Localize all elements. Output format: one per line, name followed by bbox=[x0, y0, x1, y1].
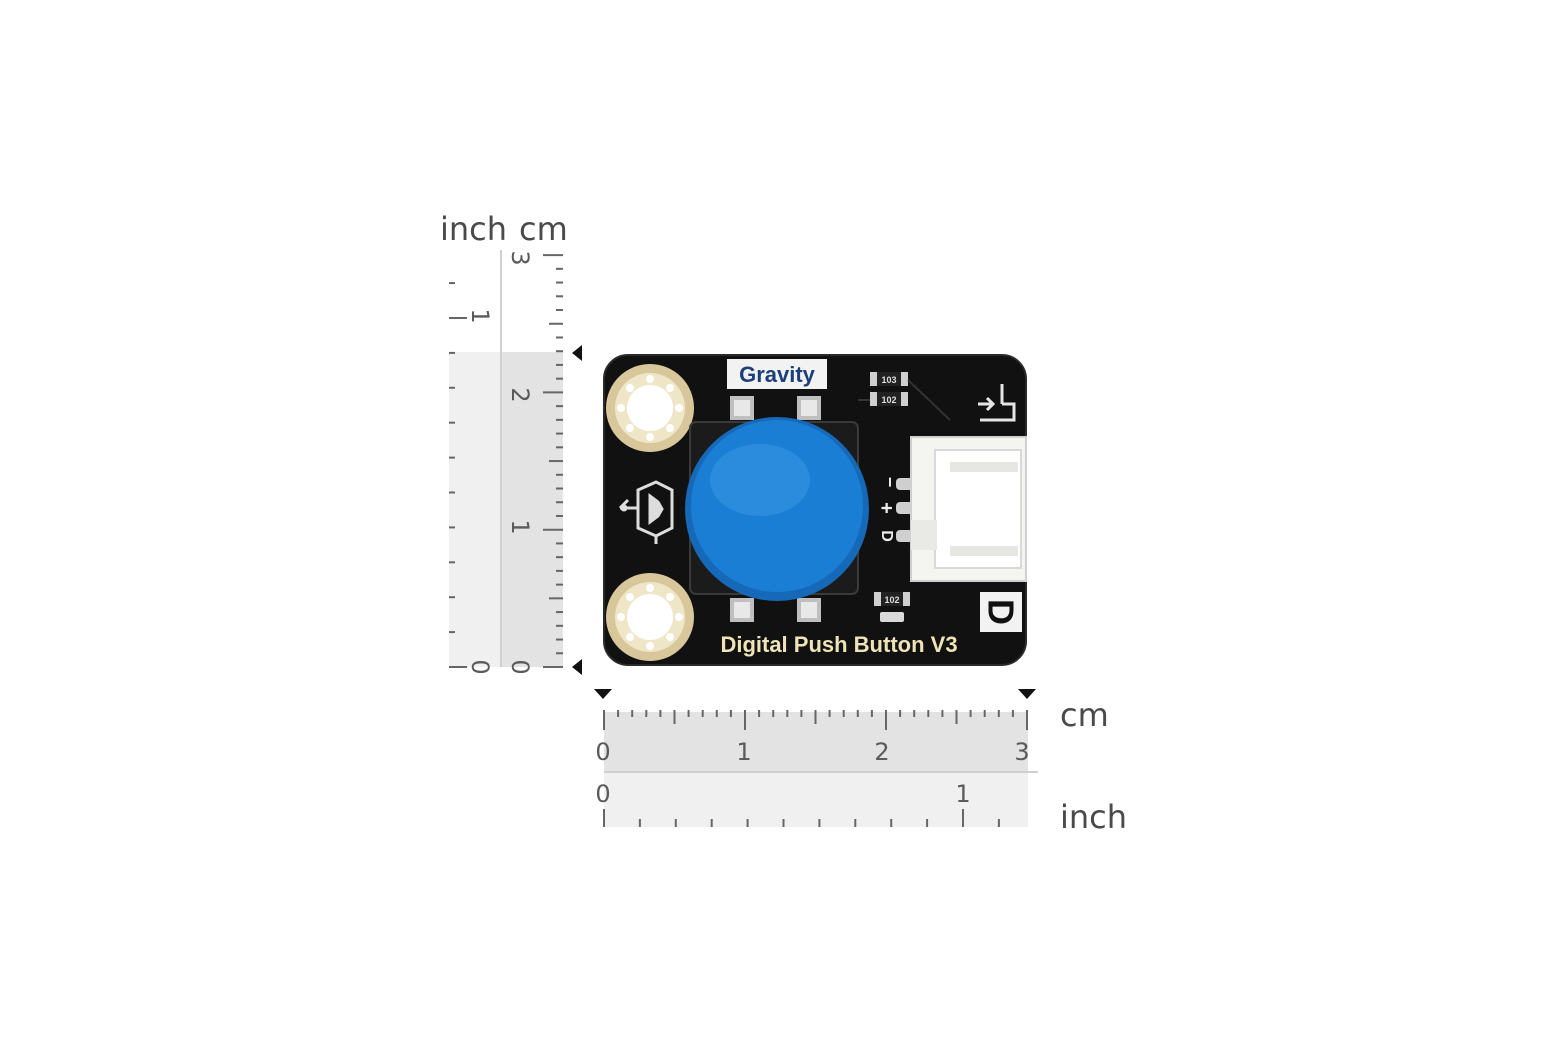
pin-label-minus: − bbox=[880, 477, 900, 488]
mounting-hole-bottom bbox=[606, 573, 694, 661]
resistor-top-1-code: 103 bbox=[881, 375, 896, 385]
horizontal-cm-number-3: 3 bbox=[1014, 738, 1029, 766]
resistor-bottom-code: 102 bbox=[884, 595, 899, 605]
arrow-marker-top bbox=[572, 345, 582, 361]
vertical-inch-number-1: 1 bbox=[466, 308, 494, 323]
digital-badge: D bbox=[981, 599, 1022, 625]
horizontal-cm-label: cm bbox=[1060, 696, 1109, 734]
dfrobot-logo-icon bbox=[618, 480, 674, 544]
vertical-cm-number-2: 2 bbox=[506, 387, 534, 402]
horizontal-inch-label: inch bbox=[1060, 798, 1127, 836]
vertical-cm-number-1: 1 bbox=[506, 519, 534, 534]
horizontal-cm-number-1: 1 bbox=[736, 738, 751, 766]
horizontal-inch-number-0: 0 bbox=[595, 780, 610, 808]
horizontal-inch-number-1: 1 bbox=[955, 780, 970, 808]
pin-label-signal: D bbox=[878, 530, 895, 542]
resistor-top-2-code: 102 bbox=[881, 395, 896, 405]
resistor-top-2: 102 bbox=[870, 392, 908, 406]
pin-label-plus: + bbox=[875, 502, 897, 514]
horizontal-cm-number-2: 2 bbox=[874, 738, 889, 766]
vertical-inch-label: inch bbox=[440, 210, 507, 248]
vertical-ruler: inch cm 0 1 2 3 0 1 bbox=[440, 210, 582, 675]
product-name-label: Digital Push Button V3 bbox=[720, 632, 957, 657]
horizontal-cm-number-0: 0 bbox=[595, 738, 610, 766]
horizontal-ruler: 0 1 2 3 0 1 cm inch bbox=[594, 689, 1127, 836]
switch-pads bbox=[730, 396, 821, 622]
push-button-module: Gravity bbox=[603, 354, 1027, 666]
arrow-marker-left bbox=[594, 689, 612, 699]
arrow-marker-bottom bbox=[572, 659, 582, 675]
arrow-marker-right bbox=[1018, 689, 1036, 699]
button-symbol-icon bbox=[978, 384, 1016, 422]
gravity-label: Gravity bbox=[739, 362, 816, 387]
vertical-cm-label: cm bbox=[519, 210, 568, 248]
resistor-top-1: 103 bbox=[870, 372, 908, 386]
vertical-inch-number-0: 0 bbox=[466, 659, 494, 674]
resistor-bottom: 102 bbox=[874, 592, 910, 606]
jst-connector bbox=[910, 436, 1027, 582]
vertical-cm-number-3: 3 bbox=[506, 250, 534, 265]
mounting-hole-top bbox=[606, 364, 694, 452]
vertical-cm-number-0: 0 bbox=[506, 659, 534, 674]
